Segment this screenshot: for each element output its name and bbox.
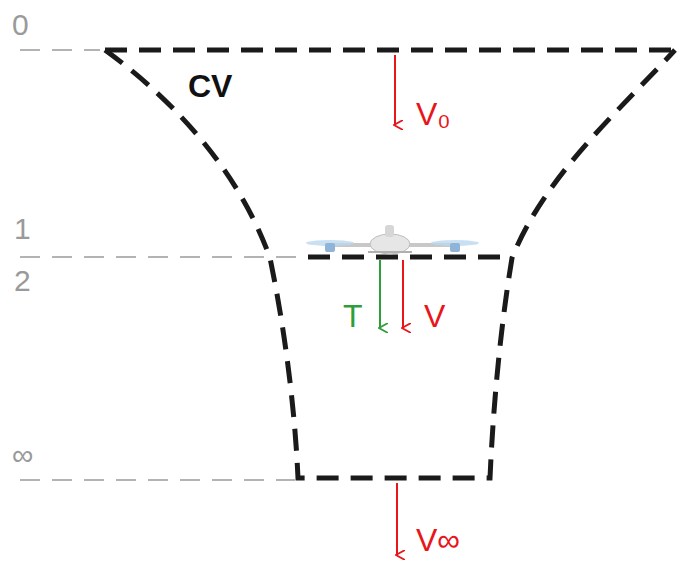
velocity-arrow <box>396 483 398 555</box>
velocity-label: V <box>424 300 445 332</box>
velocity-label: V∞ <box>416 524 460 556</box>
velocity-label: V₀ <box>416 98 451 130</box>
region-label: CV <box>188 70 232 102</box>
station-symbol: ∞ <box>12 440 33 470</box>
station-number: 2 <box>14 266 31 296</box>
station-number: 1 <box>14 214 31 244</box>
drone-illustration <box>306 225 479 254</box>
station-number: 0 <box>12 10 29 40</box>
velocity-arrow <box>394 55 396 125</box>
station-lines <box>20 50 300 480</box>
velocity-arrow <box>402 260 404 328</box>
control-volume-outline <box>105 50 675 478</box>
thrust-arrow <box>379 260 381 328</box>
thrust-label: T <box>343 300 363 332</box>
